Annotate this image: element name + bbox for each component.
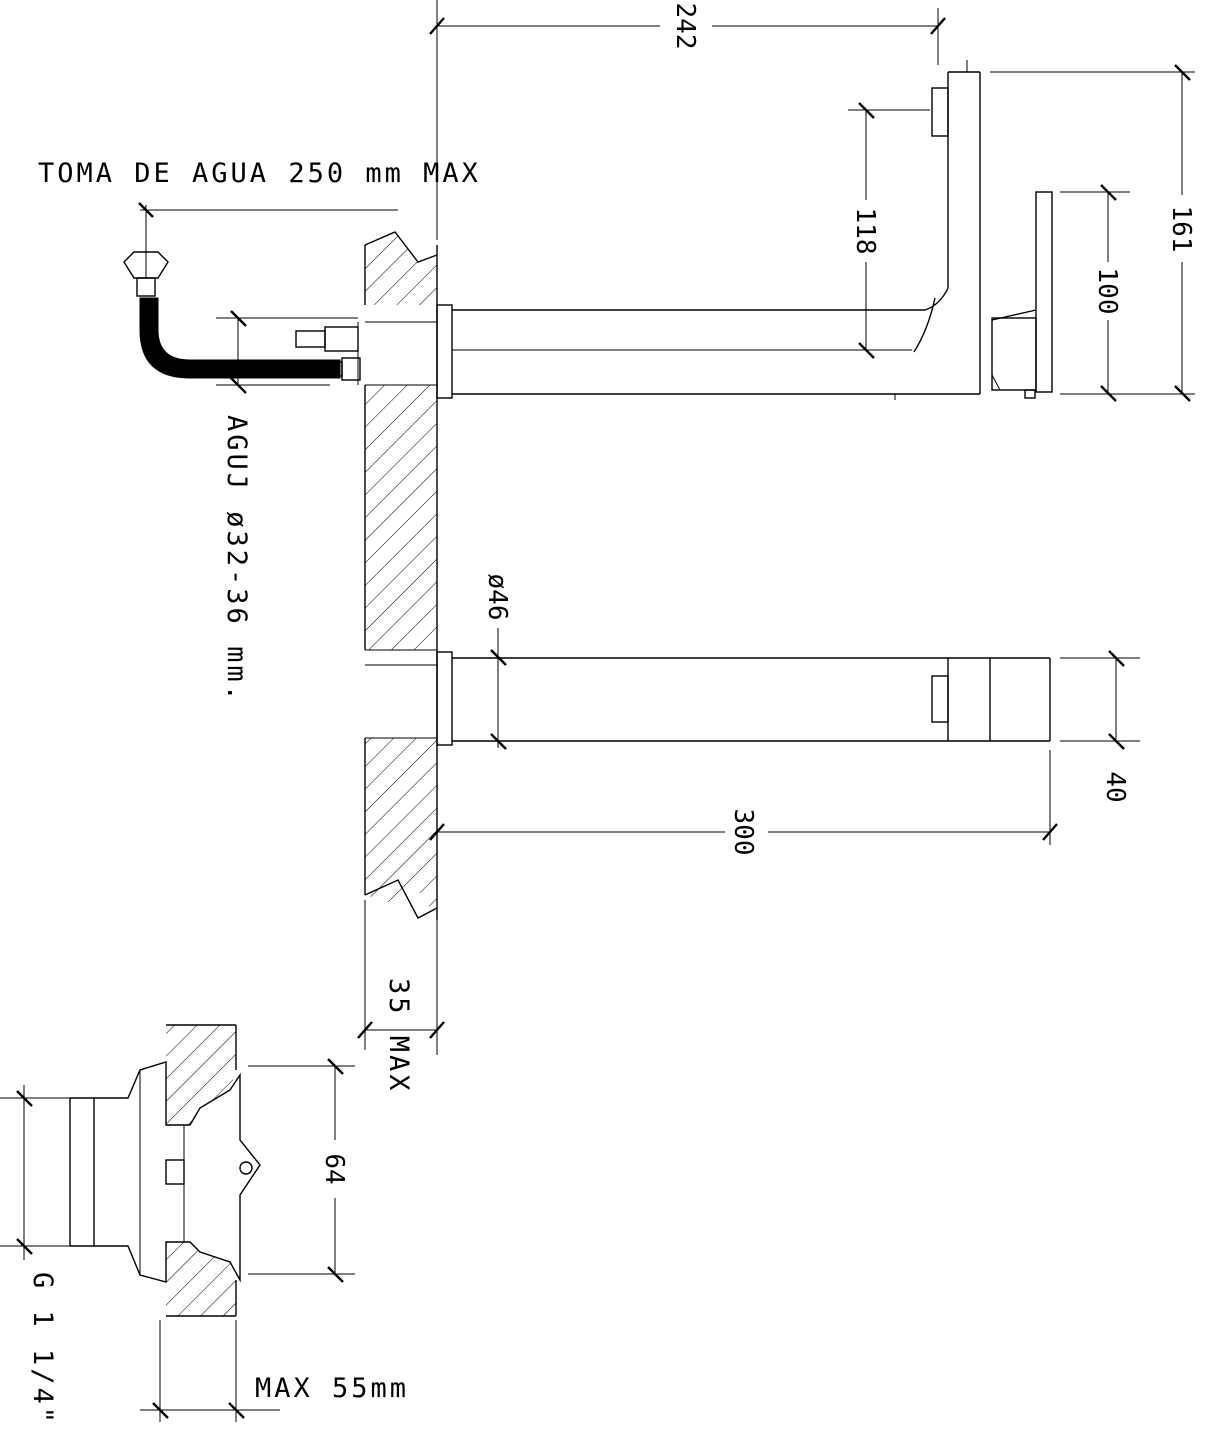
max35-label: 35 MAX <box>383 978 414 1094</box>
dim-118: 118 <box>850 208 880 255</box>
thread-label: G 1 1/4" <box>27 1272 58 1426</box>
tap-top-view <box>436 651 1051 746</box>
dim-300: 300 <box>728 809 758 856</box>
labels: TOMA DE AGUA 250 mm MAX AGUJ ø32-36 mm. … <box>27 3 1196 1427</box>
dim-64: 64 <box>319 1153 349 1184</box>
dim-161: 161 <box>1166 206 1196 253</box>
tap-side-view <box>436 60 1053 400</box>
toma-label: TOMA DE AGUA 250 mm MAX <box>38 158 481 189</box>
wall-section <box>364 231 438 920</box>
embedded-body-section <box>69 1024 261 1317</box>
max55-label: MAX 55mm <box>255 1373 409 1404</box>
dim-40: 40 <box>1100 771 1130 802</box>
dim-242: 242 <box>670 3 700 50</box>
aguj-label: AGUJ ø32-36 mm. <box>221 415 252 704</box>
water-hose <box>123 251 361 385</box>
dim-100: 100 <box>1092 268 1122 315</box>
dim-46: ø46 <box>482 574 512 621</box>
